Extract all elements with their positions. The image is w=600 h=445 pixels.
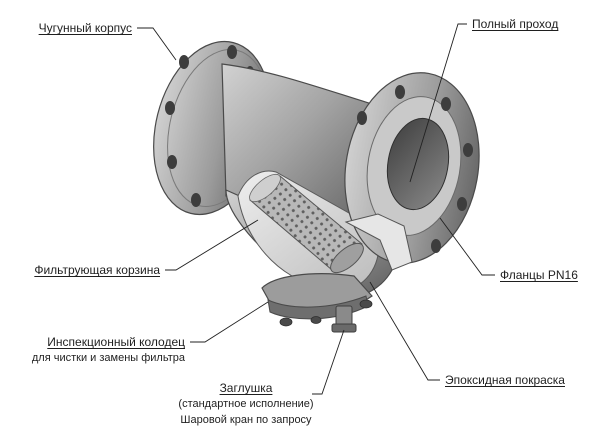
label-plug: Заглушка (219, 381, 273, 395)
label-flanges-pn16: Фланцы PN16 (500, 268, 578, 282)
label-plug-standard: (стандартное исполнение) (178, 398, 314, 410)
leader-lines (137, 23, 495, 395)
label-inspection-well-sub: для чистки и замены фильтра (31, 352, 185, 364)
label-cast-iron-body: Чугунный корпус (38, 21, 132, 35)
label-full-bore: Полный проход (472, 17, 559, 31)
label-plug-ball-valve: Шаровой кран по запросу (180, 414, 312, 426)
drain-plug (331, 305, 357, 333)
label-epoxy-coating: Эпоксидная покраска (445, 373, 565, 387)
full-bore-opening (386, 117, 450, 211)
flange-cutaway (344, 213, 413, 271)
right-flange-bolt-holes (357, 85, 473, 253)
label-filter-basket: Фильтрующая корзина (34, 263, 160, 277)
inspection-well-cap (261, 273, 373, 327)
cap-bolts (279, 299, 373, 327)
filter-basket (249, 173, 364, 274)
label-inspection-well: Инспекционный колодец (47, 335, 185, 349)
